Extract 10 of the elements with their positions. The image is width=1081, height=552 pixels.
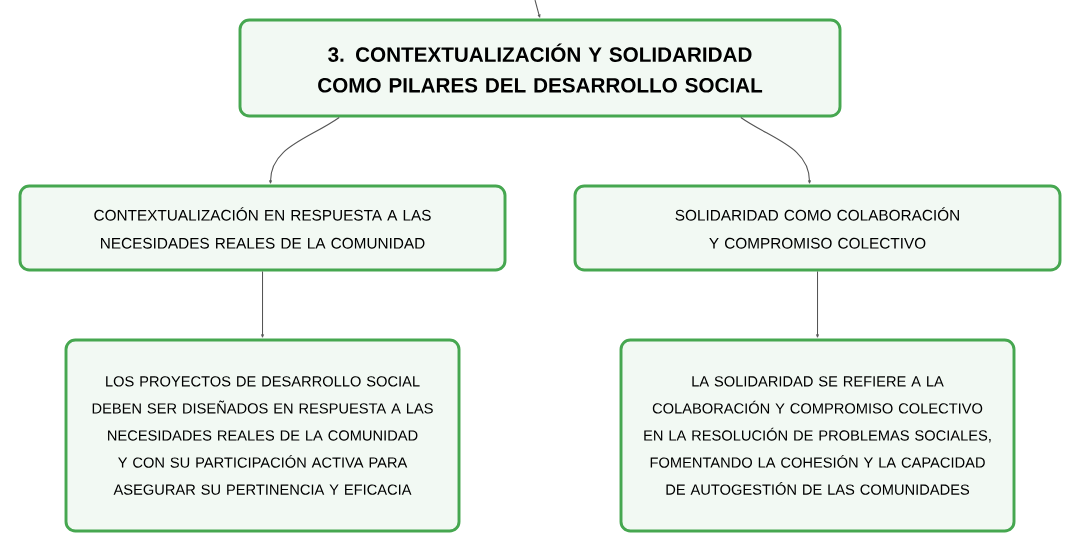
- arrow: [534, 0, 541, 18]
- title-box: 3. CONTEXTUALIZACIÓN Y SOLIDARIDAD COMO PILARES DEL DESARROLLO SOCIAL: [238, 18, 842, 118]
- detail-box: LA SOLIDARIDAD SE REFIERE A LA COLABORACIÓN Y COMPROMISO COLECTIVO EN LA RESOLUCIÓN DE PROBLEMAS SOCIALES, FOMENTANDO LA COHESIÓN Y LA CAPACIDAD DE AUTOGESTIÓN DE LAS COMUNIDADES: [619, 338, 1016, 533]
- topic-box: CONTEXTUALIZACIÓN EN RESPUESTA A LAS NECESIDADES REALES DE LA COMUNIDAD: [18, 184, 507, 272]
- arrow: [261, 270, 264, 338]
- detail-box: LOS PROYECTOS DE DESARROLLO SOCIAL DEBEN SER DISEÑADOS EN RESPUESTA A LAS NECESIDADES REALES DE LA COMUNIDAD Y CON SU PARTICIPACIÓN ACTIVA PARA ASEGURAR SU PERTINENCIA Y EFICACIA: [64, 338, 461, 533]
- topic-box: SOLIDARIDAD COMO COLABORACIÓN Y COMPROMISO COLECTIVO: [573, 184, 1062, 272]
- arrow: [816, 270, 819, 338]
- arrow: [740, 116, 811, 184]
- arrow: [269, 116, 340, 184]
